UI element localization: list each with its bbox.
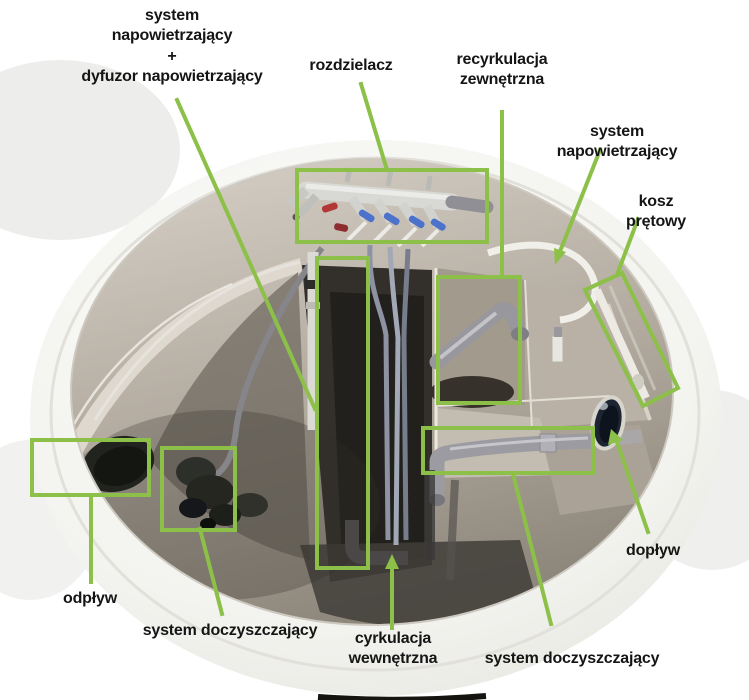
- label-aeration-system: system napowietrzający: [556, 123, 678, 161]
- label-polishing-system-left: system doczyszczający: [142, 622, 318, 639]
- partition-walls: [71, 258, 660, 560]
- annotations: [30, 81, 681, 630]
- label-internal-circulation: cyrkulacja wewnętrzna: [348, 630, 438, 668]
- label-polishing-system-right: system doczyszczający: [484, 650, 660, 667]
- recirculation-elbow-pipe: [429, 302, 529, 370]
- annotation-box-bar-basket: [582, 270, 681, 409]
- polishing-device: [176, 457, 241, 530]
- annotation-box-external-recirculation: [436, 275, 522, 405]
- annotation-line-polishing-left: [197, 526, 225, 617]
- annotation-line-inflow: [614, 439, 651, 535]
- label-inflow: dopływ: [626, 542, 680, 559]
- manifold-blue-valves: [358, 209, 446, 231]
- arrowhead-internal-circulation: [385, 554, 399, 569]
- manifold-dark-red-valve: [334, 223, 349, 232]
- external-recirculation-hose: [486, 241, 599, 324]
- annotation-box-distributor: [295, 168, 489, 244]
- arrowhead-aeration-system: [554, 248, 566, 265]
- label-aeration-system-diffuser: system napowietrzający + dyfuzor napowie…: [81, 7, 263, 86]
- annotation-arrowheads: [385, 248, 623, 569]
- manifold-red-valve: [321, 202, 338, 213]
- label-bar-basket: kosz prętowy: [626, 193, 686, 231]
- outflow-opening: [81, 435, 268, 517]
- annotation-box-polishing-right: [421, 426, 595, 475]
- label-distributor: rozdzielacz: [309, 57, 393, 74]
- label-outflow: odpływ: [63, 590, 117, 607]
- arrowhead-inflow: [608, 429, 623, 445]
- annotation-line-distributor: [358, 81, 390, 173]
- annotation-line-aeration-diffuser: [174, 97, 318, 412]
- annotation-line-aeration-system: [556, 147, 603, 257]
- internal-circulation-pipe: [345, 470, 459, 581]
- annotation-line-bar-basket: [615, 216, 641, 275]
- distributor-manifold: [286, 167, 494, 248]
- annotation-box-aeration-diffuser: [315, 256, 370, 570]
- annotation-line-polishing-right: [510, 471, 554, 627]
- label-external-recirculation: recyrkulacja zewnętrzna: [456, 51, 548, 89]
